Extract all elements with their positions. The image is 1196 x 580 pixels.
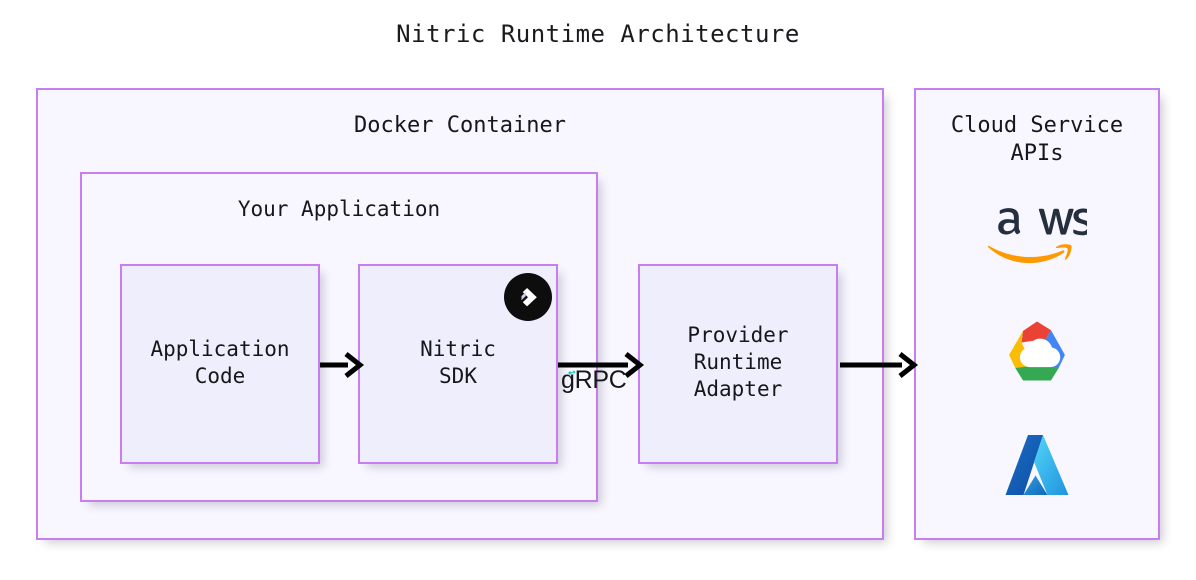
provider-runtime-adapter-label: Provider Runtime Adapter bbox=[687, 323, 789, 401]
grpc-marker-icon bbox=[568, 370, 576, 375]
page-title: Nitric Runtime Architecture bbox=[396, 20, 800, 48]
docker-container-label: Docker Container bbox=[354, 113, 566, 138]
provider-runtime-adapter-box[interactable]: Provider Runtime Adapter bbox=[638, 264, 838, 464]
azure-logo-icon bbox=[914, 424, 1160, 506]
nitric-logo-icon bbox=[504, 273, 552, 321]
your-application-label: Your Application bbox=[237, 197, 441, 221]
edge-label-grpc: gRPC bbox=[561, 366, 627, 394]
application-code-box[interactable]: Application Code bbox=[120, 264, 320, 464]
arrow-adapter-to-cloud-apis bbox=[840, 352, 919, 378]
arrow-app-code-to-nitric-sdk bbox=[320, 352, 365, 378]
gcp-logo-icon bbox=[914, 312, 1160, 390]
cloud-service-apis-label: Cloud Service APIs bbox=[950, 113, 1124, 167]
nitric-sdk-label: Nitric SDK bbox=[420, 337, 496, 388]
application-code-label: Application Code bbox=[150, 337, 290, 388]
aws-logo-icon bbox=[914, 196, 1160, 274]
arrow-nitric-sdk-to-adapter bbox=[558, 352, 645, 378]
